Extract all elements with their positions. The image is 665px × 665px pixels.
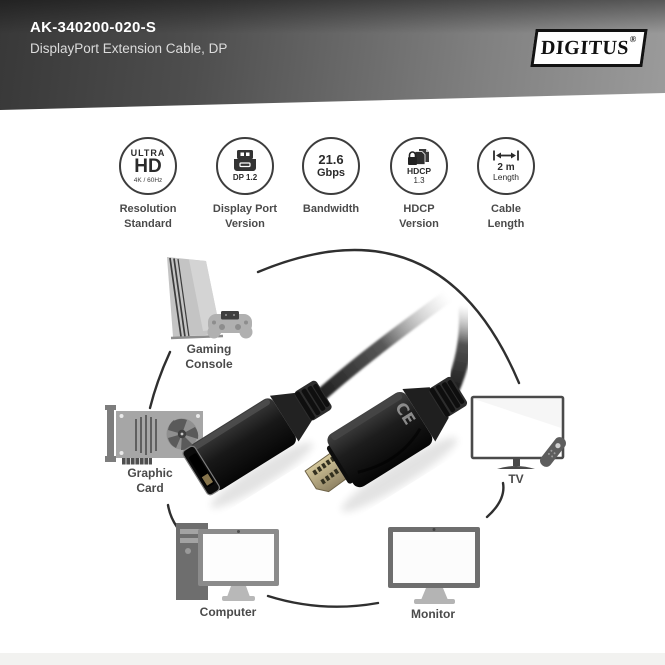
ultra-hd-badge: ULTRA HD 4K / 60Hz [119,137,177,195]
dp-version-value: DP 1.2 [232,173,258,182]
cable-length-value: 2 m [497,162,515,173]
arc-upper-left [148,350,172,410]
arc-lower-left [166,503,179,529]
bandwidth-badge: 21.6 Gbps [302,137,360,195]
hdcp-value: HDCP [406,165,432,176]
card-edge-connector [122,458,152,465]
arc-bottom [266,594,380,608]
hdcp-lock-documents-icon [408,148,429,165]
cable-product-photo: CE [182,289,474,512]
displayport-male-connector: CE [304,376,468,512]
bandwidth-unit: Gbps [316,167,346,179]
bottom-edge-strip [0,653,665,665]
computer-icon [176,523,279,601]
graphic-card-icon [105,405,203,465]
resolution-value: 4K / 60Hz [133,176,163,184]
male-cable [444,302,474,397]
computer-label: Computer [199,605,257,619]
connection-diagram: CE [105,248,566,608]
female-cable [313,289,455,403]
product-code: AK-340200-020-S [30,19,157,36]
tv-icon [470,395,566,469]
monitor-icon [388,527,480,604]
feature-label-resolution: Resolution Standard [119,203,177,230]
graphic-card-label: Graphic Card [127,466,173,495]
digitus-logo-text: DIGITUS® [540,33,638,59]
ultra-label: ULTRA [130,147,166,158]
dp-version-badge: DP 1.2 [216,137,274,195]
registered-mark: ® [629,33,638,44]
length-arrows-icon [493,150,519,161]
feature-dp-version: DP 1.2 Display Port Version [200,137,290,231]
feature-hdcp: HDCP 1.3 HDCP Version [374,137,464,231]
feature-cable-length: 2 m Length Cable Length [461,137,551,231]
bandwidth-value: 21.6 [318,152,344,167]
feature-label-hdcp: HDCP Version [399,203,439,230]
arc-lower-right [485,481,505,519]
feature-label-cable-length: Cable Length [487,203,525,230]
monitor-label: Monitor [411,607,455,621]
product-name: DisplayPort Extension Cable, DP [30,41,228,56]
gaming-console-icon [167,257,253,340]
arc-top [256,248,521,385]
digitus-logo: DIGITUS® [530,29,648,67]
hd-label: HD [134,155,162,177]
cable-length-unit: Length [493,172,519,182]
connection-circle-arcs [148,248,521,608]
game-controller-icon [207,311,253,339]
cable-length-badge: 2 m Length [477,137,535,195]
feature-label-dp-version: Display Port Version [212,203,278,230]
feature-resolution: ULTRA HD 4K / 60Hz Resolution Standard [103,137,193,231]
displayport-connector-icon [234,150,256,171]
displayport-female-connector [182,380,332,509]
feature-label-bandwidth: Bandwidth [302,203,360,215]
gaming-console-label: Gaming Console [185,342,233,371]
remote-control-icon [540,437,566,467]
feature-bandwidth: 21.6 Gbps Bandwidth [286,137,376,217]
hdcp-badge: HDCP 1.3 [390,137,448,195]
fan-blades [168,418,199,451]
header-banner: AK-340200-020-S DisplayPort Extension Ca… [0,0,665,110]
hdcp-version-value: 1.3 [413,175,425,185]
tv-label: TV [508,472,524,486]
